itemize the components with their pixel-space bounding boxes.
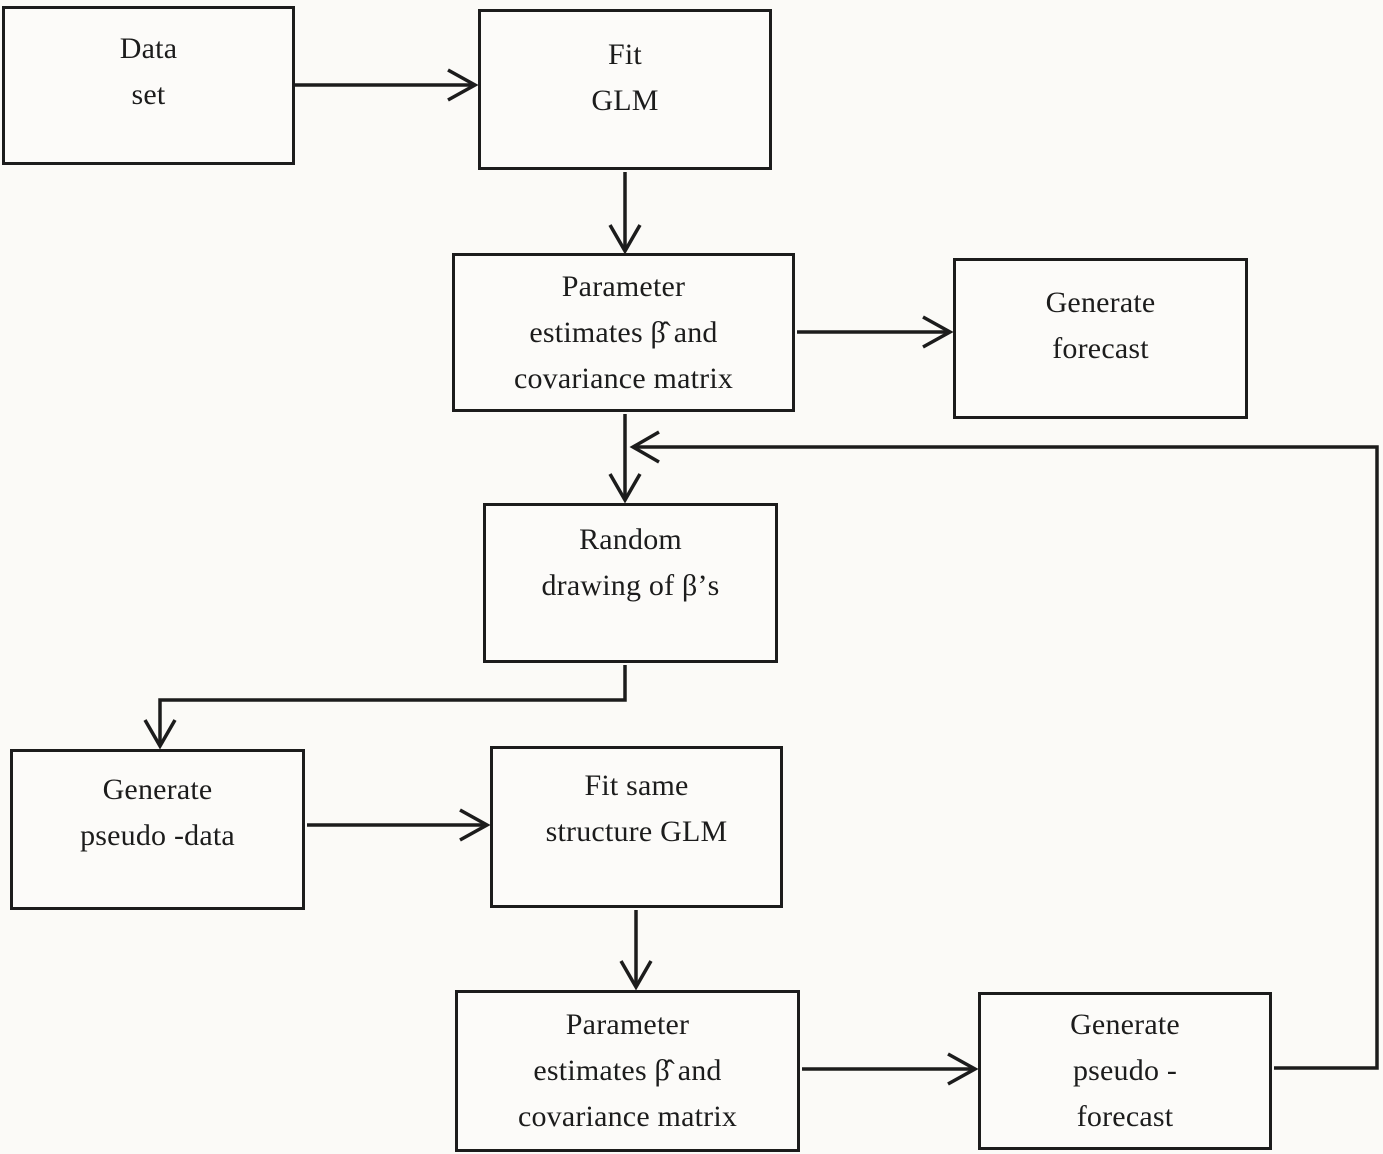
node-data-set-line: set <box>131 77 166 111</box>
node-fit-glm-line: GLM <box>591 83 659 117</box>
arrow-param2-to-pseudoforecast <box>802 1052 979 1086</box>
arrow-fitglm-to-param1 <box>608 172 642 255</box>
node-generate-forecast: Generate forecast <box>953 258 1248 419</box>
node-generate-forecast-line: Generate <box>1045 285 1156 319</box>
arrow-random-to-pseudodata <box>143 665 627 750</box>
node-parameter-estimates-1-line: covariance matrix <box>513 361 734 395</box>
node-generate-pseudo-forecast-line: forecast <box>1076 1100 1174 1133</box>
node-generate-pseudo-data-line: Generate <box>102 772 213 806</box>
arrow-param1-to-forecast <box>797 315 954 349</box>
node-parameter-estimates-2-line: Parameter <box>565 1008 690 1041</box>
node-generate-forecast-line: forecast <box>1052 331 1149 365</box>
node-fit-same-structure-glm-line: structure GLM <box>545 815 728 848</box>
node-random-drawing: Random drawing of β’s <box>483 503 778 663</box>
node-data-set: Data set <box>2 6 295 165</box>
node-data-set-line: Data <box>119 31 178 65</box>
node-random-drawing-line: drawing of β’s <box>541 569 720 602</box>
node-parameter-estimates-1-line: Parameter <box>561 269 686 303</box>
node-generate-pseudo-data: Generate pseudo -data <box>10 749 305 910</box>
node-parameter-estimates-2-line: covariance matrix <box>517 1100 738 1133</box>
node-parameter-estimates-2-line: estimates β̂ and <box>533 1054 722 1087</box>
arrow-dataset-to-fitglm <box>295 68 479 102</box>
arrow-feedback-loop <box>629 430 1379 1070</box>
node-random-drawing-line: Random <box>579 523 682 556</box>
node-parameter-estimates-1-line: estimates β̂ and <box>529 315 718 349</box>
arrow-pseudodata-to-fitsame <box>307 808 491 842</box>
node-fit-same-structure-glm: Fit same structure GLM <box>490 746 783 908</box>
node-fit-glm-line: Fit <box>608 37 642 71</box>
node-parameter-estimates-1: Parameter estimates β̂ and covariance ma… <box>452 253 795 412</box>
node-generate-pseudo-forecast-line: pseudo - <box>1072 1054 1178 1087</box>
arrow-param1-to-random <box>608 414 642 504</box>
node-generate-pseudo-data-line: pseudo -data <box>80 818 235 852</box>
node-fit-same-structure-glm-line: Fit same <box>584 769 689 802</box>
node-generate-pseudo-forecast: Generate pseudo - forecast <box>978 992 1272 1150</box>
node-generate-pseudo-forecast-line: Generate <box>1070 1008 1180 1041</box>
arrow-fitsame-to-param2 <box>619 910 653 991</box>
node-parameter-estimates-2: Parameter estimates β̂ and covariance ma… <box>455 990 800 1152</box>
node-fit-glm: Fit GLM <box>478 9 772 170</box>
